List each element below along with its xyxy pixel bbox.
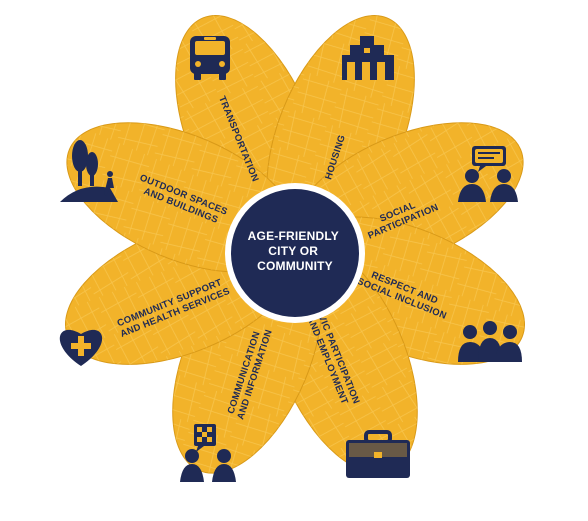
heart-plus-icon [59, 329, 103, 366]
center-circle: AGE-FRIENDLY CITY OR COMMUNITY [225, 183, 365, 323]
center-title: AGE-FRIENDLY CITY OR COMMUNITY [248, 229, 343, 273]
outdoor-trees-icon [60, 140, 118, 202]
briefcase-icon [346, 430, 410, 478]
petal-icons [59, 36, 522, 482]
house-icon [342, 36, 394, 80]
group-hug-icon [458, 321, 522, 362]
bus-icon [190, 36, 230, 80]
people-message-icon [180, 424, 236, 482]
people-chat-icon [458, 146, 518, 202]
